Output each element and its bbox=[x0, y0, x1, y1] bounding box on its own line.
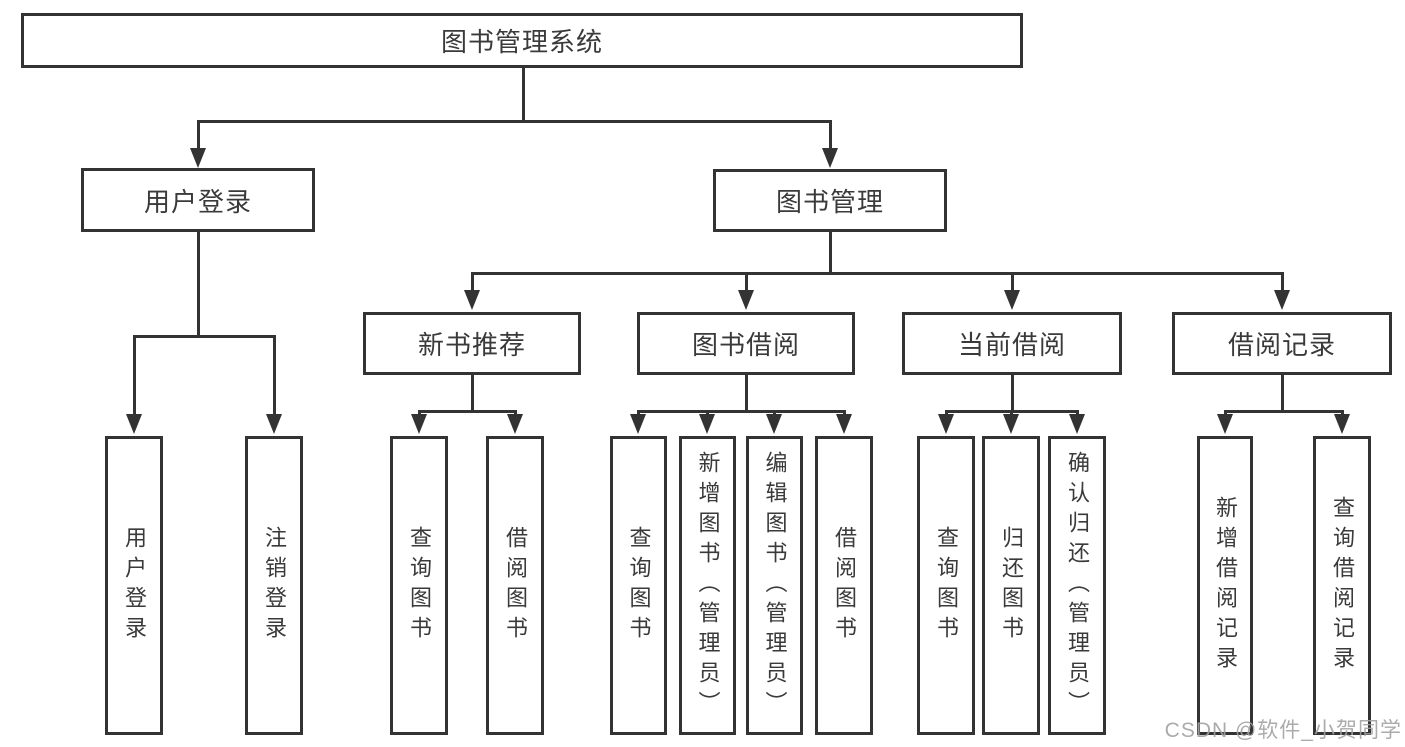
node-current-borrowing-label: 当前借阅 bbox=[957, 330, 1066, 360]
arrow-down-icon bbox=[699, 414, 715, 434]
node-leaf-search-books-borrow-label: 查询图书 bbox=[626, 525, 652, 646]
connector-book-management-drop-line bbox=[470, 272, 474, 292]
node-new-book-recommend: 新书推荐 bbox=[363, 312, 581, 375]
connector-new-book-recommend-drop-line bbox=[513, 410, 517, 416]
node-leaf-search-books-rec-label: 查询图书 bbox=[407, 525, 432, 646]
arrow-down-icon bbox=[738, 290, 754, 310]
arrow-down-icon bbox=[266, 414, 282, 434]
node-user-login: 用户登录 bbox=[81, 168, 315, 232]
node-leaf-add-books-admin: 新增图书（管理员） bbox=[679, 436, 736, 735]
node-leaf-confirm-return-admin-label: 确认归还（管理员） bbox=[1065, 450, 1090, 721]
node-leaf-search-borrow-record: 查询借阅记录 bbox=[1313, 436, 1371, 735]
node-leaf-confirm-return-admin: 确认归还（管理员） bbox=[1048, 436, 1106, 735]
arrow-down-icon bbox=[1069, 414, 1085, 434]
node-leaf-search-books-current: 查询图书 bbox=[917, 436, 975, 735]
node-leaf-borrow-books-borrow-label: 借阅图书 bbox=[832, 525, 857, 646]
arrow-down-icon bbox=[507, 414, 523, 434]
node-user-login-label: 用户登录 bbox=[143, 186, 252, 217]
node-book-management: 图书管理 bbox=[713, 169, 947, 232]
arrow-down-icon bbox=[1274, 290, 1290, 310]
connector-book-borrowing-drop-line bbox=[772, 410, 776, 416]
node-leaf-borrow-books-rec: 借阅图书 bbox=[486, 436, 544, 735]
connector-root-drop-line bbox=[196, 120, 200, 150]
arrow-down-icon bbox=[126, 414, 142, 434]
connector-book-borrowing-split-line bbox=[636, 410, 846, 413]
connector-user-login-split-line bbox=[132, 335, 276, 338]
connector-book-borrowing-drop-line bbox=[636, 410, 640, 416]
node-book-borrowing: 图书借阅 bbox=[637, 312, 855, 375]
arrow-down-icon bbox=[766, 414, 782, 434]
arrow-down-icon bbox=[411, 414, 427, 434]
node-leaf-logout: 注销登录 bbox=[245, 436, 303, 735]
connector-borrowing-records-stem-line bbox=[1280, 375, 1284, 413]
node-leaf-return-books: 归还图书 bbox=[982, 436, 1040, 735]
connector-book-borrowing-drop-line bbox=[842, 410, 846, 416]
arrow-down-icon bbox=[630, 414, 646, 434]
connector-book-borrowing-drop-line bbox=[705, 410, 709, 416]
connector-book-management-drop-line bbox=[1010, 272, 1014, 292]
connector-borrowing-records-drop-line bbox=[1223, 410, 1227, 416]
arrow-down-icon bbox=[464, 290, 480, 310]
arrow-down-icon bbox=[836, 414, 852, 434]
node-leaf-search-borrow-record-label: 查询借阅记录 bbox=[1330, 495, 1355, 676]
node-leaf-borrow-books-borrow: 借阅图书 bbox=[815, 436, 873, 735]
connector-current-borrowing-stem-line bbox=[1010, 375, 1014, 413]
connector-current-borrowing-drop-line bbox=[1075, 410, 1079, 416]
node-leaf-search-books-borrow: 查询图书 bbox=[610, 436, 667, 735]
node-leaf-edit-books-admin: 编辑图书（管理员） bbox=[746, 436, 803, 735]
node-borrowing-records-label: 借阅记录 bbox=[1227, 330, 1336, 360]
node-new-book-recommend-label: 新书推荐 bbox=[417, 330, 526, 360]
connector-new-book-recommend-stem-line bbox=[470, 375, 474, 413]
connector-book-management-drop-line bbox=[744, 272, 748, 292]
connector-current-borrowing-drop-line bbox=[1009, 410, 1013, 416]
connector-new-book-recommend-split-line bbox=[417, 410, 517, 413]
node-leaf-add-borrow-record: 新增借阅记录 bbox=[1197, 436, 1253, 735]
node-leaf-user-login: 用户登录 bbox=[105, 436, 163, 735]
connector-book-management-split-line bbox=[470, 272, 1284, 275]
node-leaf-add-borrow-record-label: 新增借阅记录 bbox=[1213, 495, 1238, 676]
node-leaf-borrow-books-rec-label: 借阅图书 bbox=[503, 525, 528, 646]
node-book-borrowing-label: 图书借阅 bbox=[691, 330, 800, 360]
node-leaf-edit-books-admin-label: 编辑图书（管理员） bbox=[762, 450, 788, 721]
node-borrowing-records: 借阅记录 bbox=[1172, 312, 1392, 375]
connector-root-split-line bbox=[196, 120, 832, 123]
node-leaf-add-books-admin-label: 新增图书（管理员） bbox=[695, 450, 721, 721]
node-leaf-return-books-label: 归还图书 bbox=[999, 525, 1024, 646]
connector-user-login-drop-line bbox=[272, 335, 276, 416]
connector-root-stem-line bbox=[521, 68, 525, 123]
arrow-down-icon bbox=[1004, 290, 1020, 310]
arrow-down-icon bbox=[1217, 414, 1233, 434]
node-root: 图书管理系统 bbox=[21, 13, 1023, 68]
node-current-borrowing: 当前借阅 bbox=[902, 312, 1122, 375]
connector-book-management-drop-line bbox=[1280, 272, 1284, 292]
connector-book-borrowing-stem-line bbox=[744, 375, 748, 413]
connector-borrowing-records-drop-line bbox=[1340, 410, 1344, 416]
arrow-down-icon bbox=[938, 414, 954, 434]
connector-book-management-stem-line bbox=[828, 232, 832, 275]
arrow-down-icon bbox=[1003, 414, 1019, 434]
connector-borrowing-records-split-line bbox=[1223, 410, 1344, 413]
connector-user-login-drop-line bbox=[132, 335, 136, 416]
arrow-down-icon bbox=[1334, 414, 1350, 434]
arrow-down-icon bbox=[190, 148, 206, 168]
connector-root-drop-line bbox=[828, 120, 832, 150]
watermark-text: CSDN @软件_小贺同学 bbox=[1164, 719, 1402, 742]
node-leaf-search-books-rec: 查询图书 bbox=[390, 436, 448, 735]
node-root-label: 图书管理系统 bbox=[440, 27, 603, 57]
node-leaf-user-login-label: 用户登录 bbox=[122, 525, 147, 646]
connector-new-book-recommend-drop-line bbox=[417, 410, 421, 416]
node-leaf-logout-label: 注销登录 bbox=[262, 525, 287, 646]
arrow-down-icon bbox=[822, 148, 838, 168]
node-book-management-label: 图书管理 bbox=[775, 187, 884, 217]
node-leaf-search-books-current-label: 查询图书 bbox=[934, 525, 959, 646]
connector-user-login-stem-line bbox=[196, 232, 200, 338]
connector-current-borrowing-drop-line bbox=[944, 410, 948, 416]
